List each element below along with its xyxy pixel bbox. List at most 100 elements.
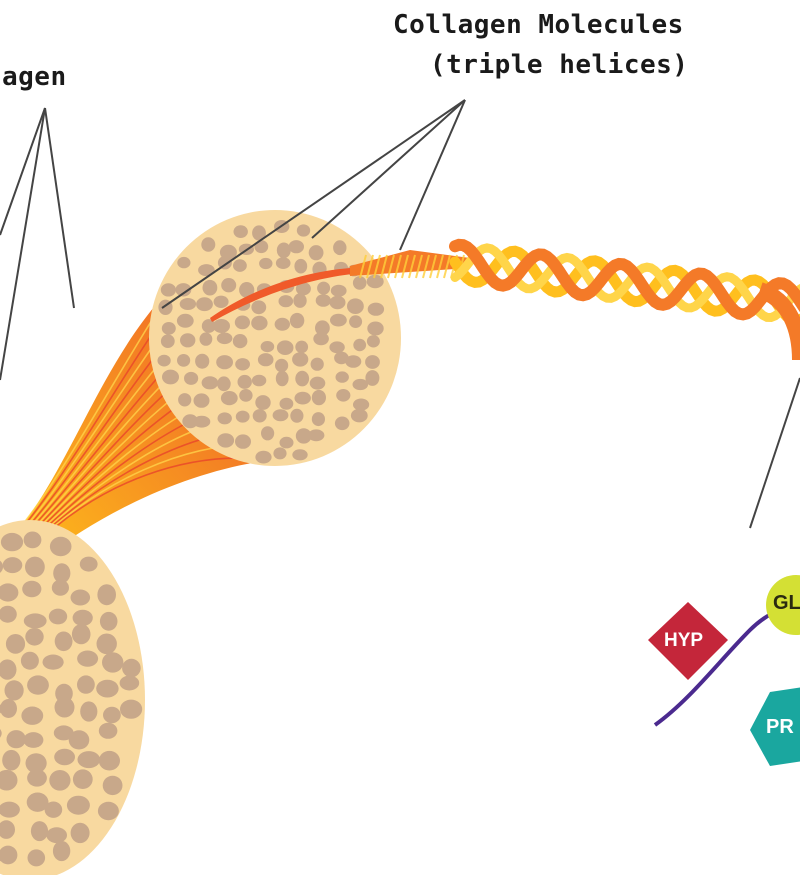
fibril-dot: [73, 769, 93, 789]
fibril-dot: [203, 280, 218, 296]
fibril-dot: [297, 224, 310, 236]
fibril-dot: [273, 447, 286, 459]
fibril-dot: [290, 409, 303, 423]
fibril-dot: [275, 318, 290, 331]
fibril-dot: [279, 295, 294, 307]
fibril-dot: [45, 802, 63, 818]
fibril-dot: [6, 634, 25, 654]
fibril-dot: [69, 730, 90, 749]
fibril-dot: [365, 370, 379, 386]
fibril-dot: [295, 392, 311, 405]
fibril-dot: [276, 257, 291, 269]
fibril-dot: [23, 732, 43, 748]
fibril-dot: [122, 659, 141, 678]
fibril-dot: [100, 612, 118, 631]
fibril-dot: [236, 411, 250, 423]
fibril-dot: [24, 613, 47, 628]
fibril-dot: [329, 341, 344, 353]
fibril-dot: [180, 298, 196, 310]
fibril-dot: [333, 240, 346, 255]
fibril-dot: [213, 319, 230, 333]
fibril-dot: [80, 557, 98, 572]
fibril-dot: [330, 296, 346, 309]
fibril-dot: [7, 730, 26, 748]
fibril-dot: [120, 700, 142, 719]
pointer-line: [0, 108, 45, 235]
fibril-dot: [252, 375, 266, 387]
fibril-dot: [351, 409, 368, 423]
fibril-dot: [347, 298, 364, 314]
fibril-dot: [316, 294, 331, 307]
fibril-dot: [353, 399, 369, 411]
fibril-dot: [194, 393, 210, 407]
fibril-dot: [200, 332, 213, 345]
triple-helix: [455, 245, 800, 360]
fibril-dot: [21, 652, 39, 670]
fibril-dot: [367, 335, 380, 347]
fibril-dot: [5, 680, 24, 700]
fibril-dot: [233, 334, 248, 348]
fibril-dot: [0, 699, 17, 718]
fiber-cross-section: [0, 520, 145, 875]
fibril-dot: [235, 434, 251, 448]
fibril-dot: [43, 655, 64, 670]
fibril-dot: [184, 372, 198, 385]
fibril-dot: [313, 332, 329, 345]
fibril-dot: [309, 245, 324, 260]
fibril-dot: [50, 537, 72, 556]
fibril-dot: [221, 391, 238, 405]
fibril-dot: [25, 557, 45, 578]
fibril-dot: [24, 532, 42, 549]
pointer-line: [750, 378, 800, 528]
fibril-dot: [55, 697, 75, 717]
fibril-dot: [367, 322, 383, 336]
fibril-dot: [217, 433, 234, 447]
fibril-dot: [97, 634, 117, 655]
fibril-dot: [273, 409, 289, 421]
fibril-dot: [21, 707, 43, 725]
fibril-dot: [353, 379, 369, 390]
fibril-dot: [330, 314, 347, 327]
fibril-dot: [255, 395, 270, 410]
fibril-dot: [53, 841, 70, 861]
fibril-dot: [1, 533, 23, 551]
fibril-dot: [99, 723, 118, 739]
fibril-dot: [158, 355, 171, 367]
fibril-dot: [365, 355, 380, 369]
fibril-dot: [345, 355, 361, 368]
fibril-dot: [353, 339, 366, 351]
fibril-dot: [239, 389, 252, 402]
fibril-dot: [27, 769, 47, 786]
label-triple-helices: (triple helices): [430, 50, 688, 80]
fibril-dot: [292, 352, 308, 366]
fibril-dot: [193, 416, 210, 428]
fibril-dot: [311, 358, 324, 371]
fibril-dot: [290, 313, 304, 328]
fibril-dot: [259, 258, 272, 269]
fibril-dot: [217, 376, 231, 391]
fibril-dot: [177, 257, 190, 268]
fibril-dot: [335, 417, 350, 431]
fibril-dot: [233, 259, 247, 272]
fibril-dot: [331, 285, 347, 297]
fibril-dot: [317, 282, 330, 295]
label-collagen: agen: [2, 62, 67, 92]
fibril-dot: [120, 676, 140, 691]
fibril-dot: [162, 322, 176, 335]
fibril-dot: [253, 409, 267, 422]
fibril-dot: [80, 701, 97, 721]
fibril-dot: [261, 426, 274, 440]
fibril-dot: [310, 377, 326, 390]
fibril-dot: [31, 821, 48, 841]
fibril-dot: [2, 750, 20, 771]
fibril-dot: [217, 333, 233, 345]
fibril-dot: [292, 449, 307, 460]
fibril-dot: [161, 334, 175, 348]
fibril-dot: [55, 632, 73, 652]
label-pro: PR: [766, 716, 794, 739]
fibril-dot: [295, 341, 308, 354]
fibril-dot: [221, 278, 236, 292]
label-collagen-molecules: Collagen Molecules: [393, 10, 684, 40]
fibril-dot: [77, 675, 95, 693]
